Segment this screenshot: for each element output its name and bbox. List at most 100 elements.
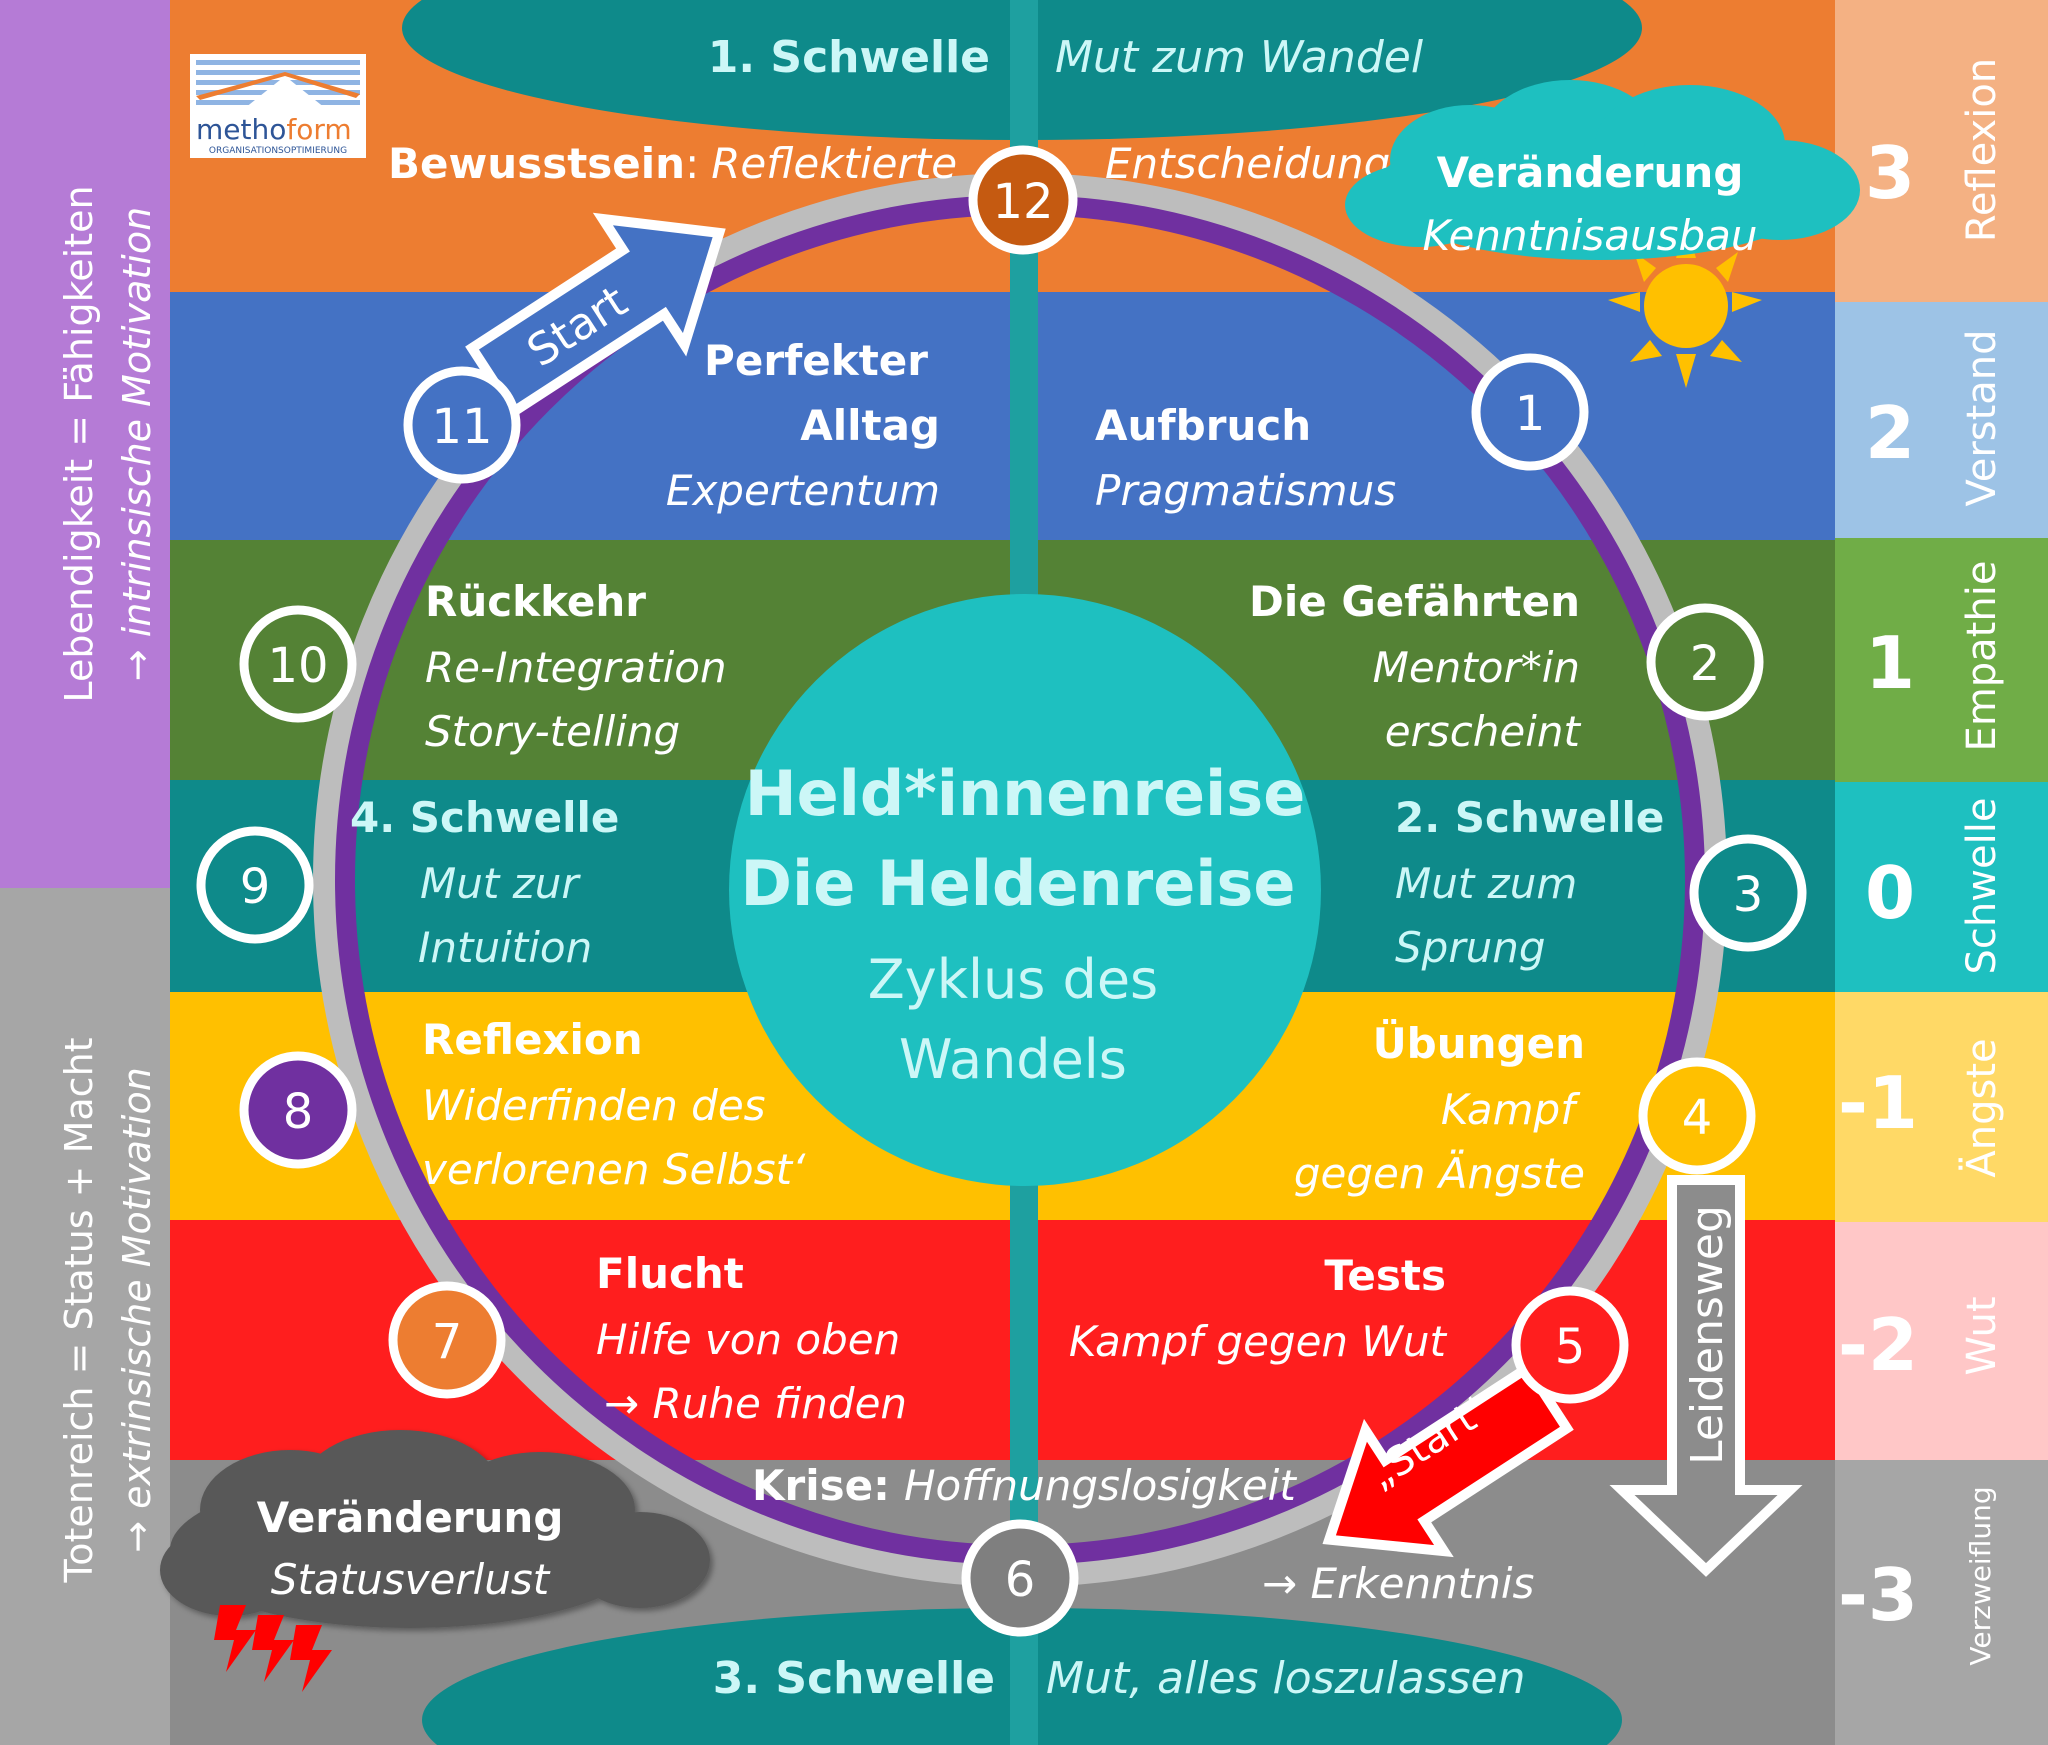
center-title-2: Die Heldenreise [741,847,1296,920]
stage-node-7: 7 [388,1281,506,1399]
logo-text: methoform [196,113,352,146]
cloud-bottom-title: Veränderung [257,1493,564,1542]
cloud-bottom [160,1430,710,1628]
cloud-top-sub: Kenntnisausbau [1422,211,1757,260]
scale-value-2: 2 [1865,391,1915,475]
center-title-1: Held*innenreise [745,757,1306,830]
stage-5-number: 5 [1555,1319,1586,1375]
stage-11-number: 11 [431,399,492,455]
leidensweg-label: Leidensweg [1682,1205,1733,1465]
logo-brand-a: metho [196,113,286,146]
stage-node-1: 1 [1471,353,1589,471]
stage-3-sub1: Mut zum [1395,859,1577,908]
scale-bg-0 [1835,782,2048,992]
scale-label-reflexion: Reflexion [1959,58,2005,242]
scale-value-0: 0 [1865,851,1915,935]
stage-6-line: Krise: Hoffnungslosigkeit [752,1461,1297,1510]
scale-label-aengste: Ängste [1957,1038,2005,1177]
scale-value-1: 1 [1865,621,1915,705]
stage-node-4: 4 [1638,1057,1756,1175]
scale-label-verstand: Verstand [1959,329,2005,506]
scale-label-schwelle: Schwelle [1959,798,2005,975]
stage-2-number: 2 [1690,636,1721,692]
stage-8-title: Reflexion [422,1015,643,1064]
stage-9-sub1: Mut zur [420,859,581,908]
stage-8-sub1: Widerfinden des [422,1081,766,1130]
center-circle [729,594,1321,1186]
stage-8-number: 8 [283,1084,314,1140]
stage-7-title: Flucht [596,1249,744,1298]
stage-7-sub1: Hilfe von oben [596,1315,900,1364]
stage-node-3: 3 [1689,834,1807,952]
stage-2-sub2: erscheint [1385,707,1582,756]
stage-4-number: 4 [1682,1090,1713,1146]
stage-3-title: 2. Schwelle [1395,793,1664,842]
left-upper-line1: Lebendigkeit = Fähigkeiten [57,185,101,702]
logo-brand-b: form [286,113,351,146]
stage-1-number: 1 [1515,386,1546,442]
stage-10-number: 10 [267,638,328,694]
threshold-3-label: 3. Schwelle [713,1653,995,1704]
stage-node-6: 6 [961,1519,1079,1637]
stage-11-title2: Alltag [800,401,940,450]
stage-node-2: 2 [1646,603,1764,721]
stage-5-title: Tests [1324,1251,1446,1300]
scale-label-wut: Wut [1959,1296,2005,1375]
left-band-lower [0,888,170,1745]
scale-bg-3 [1835,0,2048,302]
stage-5-sub1: Kampf gegen Wut [1069,1317,1448,1366]
lightning-icon [214,1605,332,1692]
stage-11-sub1: Expertentum [666,466,940,515]
stage-10-sub1: Re-Integration [425,643,727,692]
stage-node-5: 5 [1511,1286,1629,1404]
stage-12-number: 12 [992,174,1053,230]
stage-4-title: Übungen [1373,1018,1585,1068]
bewusstsein-text-left: Reflektierte [711,139,957,188]
stage-7-number: 7 [432,1314,463,1370]
stage-4-sub2: gegen Ängste [1294,1148,1585,1198]
stage-9-sub2: Intuition [418,923,592,972]
threshold-3-text: Mut, alles loszulassen [1046,1653,1526,1704]
cloud-top-title: Veränderung [1437,148,1744,197]
methoform-logo: methoform ORGANISATIONSOPTIMIERUNG [190,54,366,158]
stage-11-title1: Perfekter [704,336,928,385]
scale-bg-1 [1835,538,2048,782]
stage-10-sub2: Story-telling [425,707,680,756]
left-band-upper [0,0,170,888]
scale-value-m2: -2 [1838,1303,1918,1387]
left-lower-line1: Totenreich = Status + Macht [57,1037,101,1583]
stage-node-9: 9 [196,826,314,944]
center-sub-2: Wandels [899,1028,1127,1091]
cloud-bottom-sub: Statusverlust [271,1555,551,1604]
bewusstsein-line: Bewusstsein:Reflektierte [388,139,957,188]
stage-1-title: Aufbruch [1095,401,1311,450]
stage-6-sub1: Hoffnungslosigkeit [904,1461,1297,1510]
bewusstsein-label: Bewusstsein [388,139,685,188]
left-lower-line2: → extrinsische Motivation [115,1067,159,1553]
left-upper-line2: → intrinsische Motivation [115,207,159,681]
stage-node-11: 11 [403,366,521,484]
stage-10-title: Rückkehr [425,577,646,626]
stage-6-sub2: → Erkenntnis [1262,1559,1534,1608]
bewusstsein-sep: : [685,139,699,188]
scale-label-verzweiflung: Verzweiflung [1964,1486,1997,1665]
stage-7-sub2: → Ruhe finden [604,1379,907,1428]
stage-1-sub1: Pragmatismus [1095,466,1396,515]
threshold-1-label: 1. Schwelle [708,32,990,83]
start-arrow: Start [465,212,726,419]
scale-value-3: 3 [1865,131,1915,215]
stage-9-title: 4. Schwelle [350,793,619,842]
stage-3-sub2: Sprung [1395,923,1546,972]
stage-6-title: Krise: [752,1461,890,1510]
scale-bg-2 [1835,302,2048,538]
stage-node-12: 12 [968,145,1078,255]
scale-value-m1: -1 [1838,1061,1918,1145]
stage-2-title: Die Gefährten [1249,577,1580,626]
leidensweg-arrow: Leidensweg [1609,1175,1803,1577]
cloud-top [1345,80,1860,260]
scale-bg-m1 [1835,992,2048,1222]
center-sub-1: Zyklus des [868,948,1158,1011]
scale-bg-m2 [1835,1222,2048,1460]
